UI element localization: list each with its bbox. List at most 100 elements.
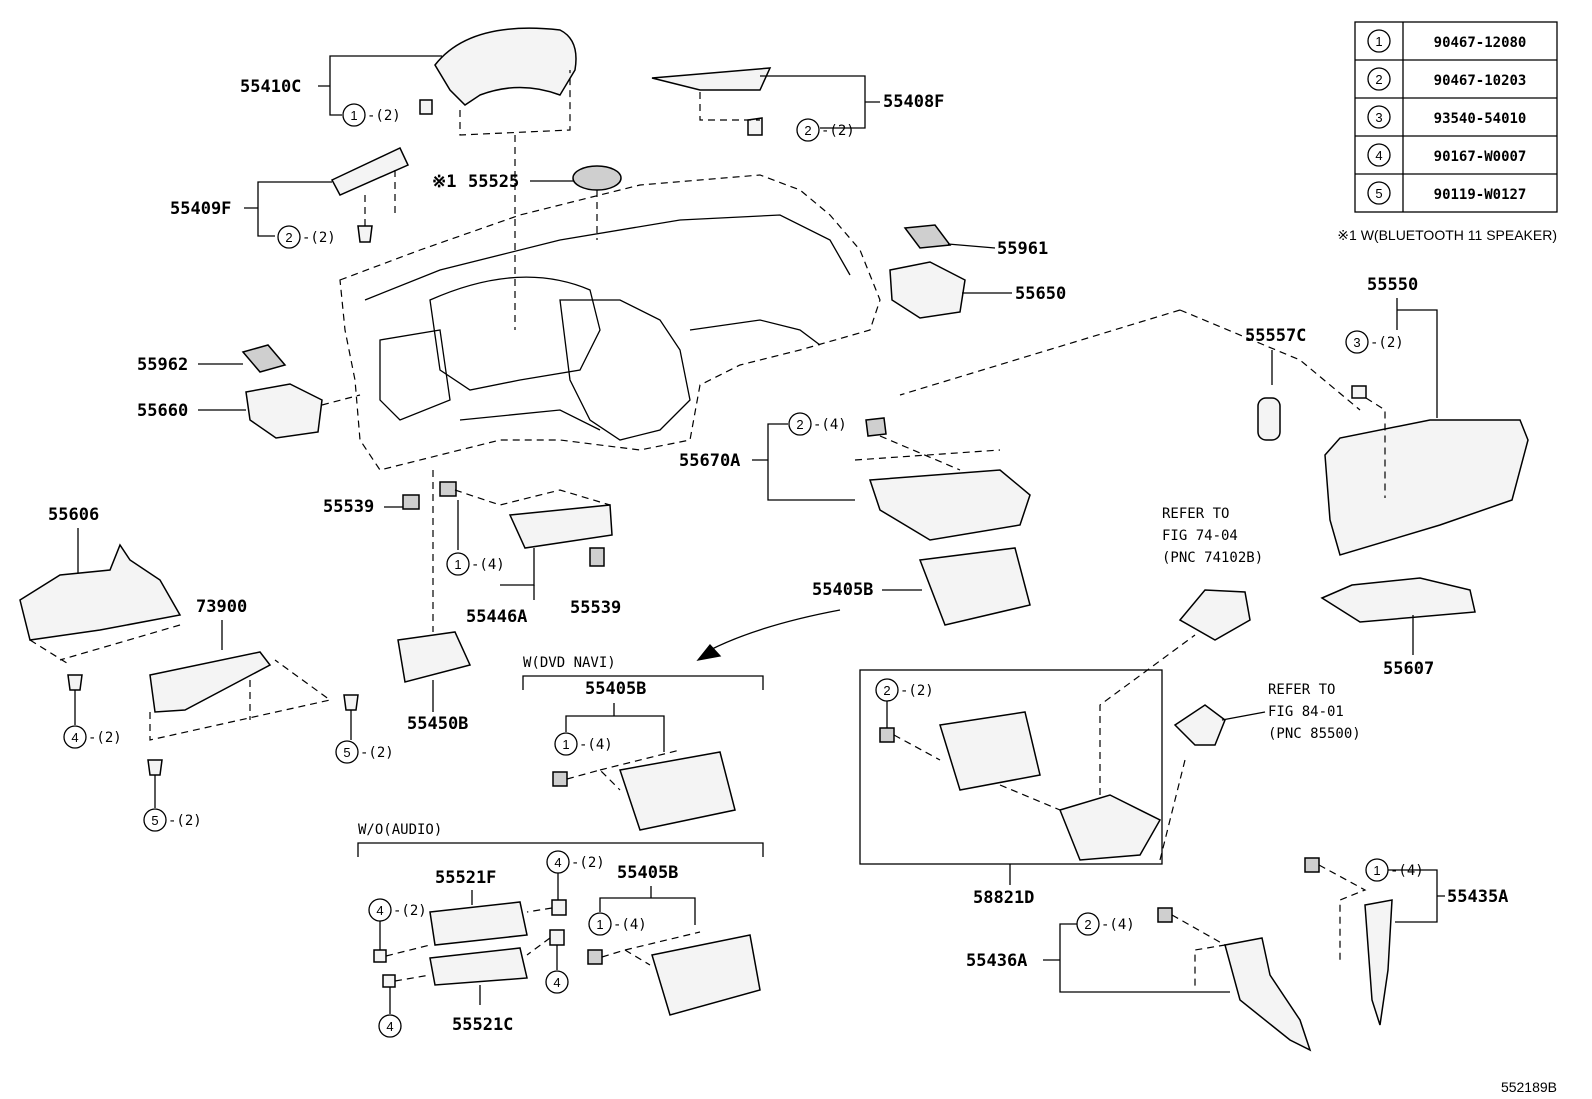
svg-text:-(2): -(2) [571,855,605,871]
clip-part [402,494,420,510]
legend-row: 4 90167-W0007 [1367,143,1527,167]
clip-part [589,547,605,567]
screw-part [373,949,387,963]
clip-part [419,99,433,115]
legend-part-number: 93540-54010 [1434,111,1527,127]
label-55405B-audio: 55405B [617,863,678,883]
svg-text:1: 1 [1375,34,1382,49]
callout: 1 -(4) [1365,858,1424,882]
display-bezel-part [651,934,761,1016]
display-bezel-part [918,547,1031,626]
svg-text:4: 4 [376,903,383,918]
label-55961: 55961 [997,239,1048,259]
screw-part [551,899,567,916]
svg-text:3: 3 [1375,110,1382,125]
label-55410C: 55410C [240,77,301,97]
svg-text:2: 2 [796,417,803,432]
label-55670A: 55670A [679,451,740,471]
svg-text:-(2): -(2) [360,745,394,761]
svg-text:FIG 84-01: FIG 84-01 [1268,704,1344,720]
connector-part [1173,704,1226,746]
legend-part-number: 90167-W0007 [1434,149,1527,165]
legend-row: 1 90467-12080 [1367,29,1527,53]
clip-part [1304,857,1320,873]
label-73900: 73900 [196,597,247,617]
clip-part [879,727,895,743]
svg-text:1: 1 [562,737,569,752]
label-55405B-main: 55405B [812,580,873,600]
callout: 2 -(2) [277,225,336,249]
label-55521C: 55521C [452,1015,513,1035]
under-cover-part [19,543,182,641]
label-55539-b: 55539 [570,598,621,618]
label-55607: 55607 [1383,659,1434,679]
label-55435A: 55435A [1447,887,1508,907]
reference-fig-84-01: REFER TO FIG 84-01 (PNC 85500) [1268,682,1361,742]
label-55606: 55606 [48,505,99,525]
label-55650: 55650 [1015,284,1066,304]
label-55539-a: 55539 [323,497,374,517]
svg-text:1: 1 [350,108,357,123]
callout: 5 -(2) [143,808,202,832]
svg-text:-(2): -(2) [168,813,202,829]
center-vent-part [868,469,1031,541]
bezel-part [939,711,1041,791]
bracket-part [149,651,272,713]
svg-text:-(2): -(2) [88,730,122,746]
svg-text:-(4): -(4) [813,417,847,433]
clip-part [1157,907,1173,923]
callout: 4 -(2) [63,725,122,749]
svg-text:2: 2 [1084,917,1091,932]
vent-part [903,224,952,249]
screw-part [147,759,163,776]
svg-text:-(2): -(2) [302,230,336,246]
svg-text:4: 4 [553,975,560,990]
label-55550: 55550 [1367,275,1418,295]
label-55450B: 55450B [407,714,468,734]
svg-text:2: 2 [1375,72,1382,87]
pocket-part [397,631,472,683]
meter-hood-part [434,27,577,106]
speaker-part [572,165,622,191]
svg-text:-(4): -(4) [1101,917,1135,933]
panel-part [651,67,772,91]
clip-part [747,117,763,136]
svg-text:3: 3 [1353,335,1360,350]
glove-box-part [1324,419,1529,556]
trim-part [429,947,528,986]
label-55525: 55525 [468,172,519,192]
damper-part [1257,397,1281,441]
screw-part [343,694,359,711]
callout: 2 -(4) [1076,912,1135,936]
label-58821D: 58821D [973,888,1034,908]
dashboard-frame [339,174,881,471]
svg-text:(PNC 85500): (PNC 85500) [1268,726,1361,742]
legend-row: 2 90467-10203 [1367,67,1526,91]
cover-part [330,147,410,196]
legend-part-number: 90467-12080 [1434,35,1527,51]
label-55446A: 55446A [466,607,527,627]
callout: 4 -(2) [368,898,427,922]
svg-text:-(2): -(2) [821,123,855,139]
clip-part [587,949,603,965]
callout: 2 -(2) [796,118,855,142]
screw-part [1351,385,1367,399]
legend-row: 3 93540-54010 [1367,105,1527,129]
svg-text:-(4): -(4) [1390,863,1424,879]
callout: 1 -(4) [446,552,505,576]
callout: 1 -(2) [342,103,401,127]
reference-fig-74-04: REFER TO FIG 74-04 (PNC 74102B) [1162,506,1263,566]
group-box-58821D [859,669,1163,865]
screw-part [67,674,83,691]
svg-text:-(2): -(2) [367,108,401,124]
vent-part [245,383,323,439]
clip-part [357,225,373,243]
label-55962: 55962 [137,355,188,375]
svg-text:-(4): -(4) [613,917,647,933]
legend-part-number: 90119-W0127 [1434,187,1527,203]
legend-table: 1 90467-12080 2 90467-10203 3 93540-5401… [1354,21,1558,213]
switch-bezel-part [508,504,613,549]
callout: 1 -(4) [554,732,613,756]
group-wo-audio: W/O(AUDIO) [358,822,442,838]
